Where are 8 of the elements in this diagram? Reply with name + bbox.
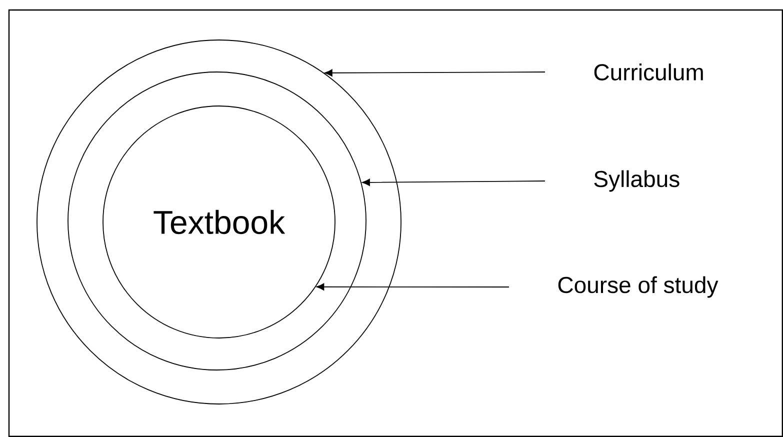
arrow [362, 178, 546, 186]
arrow [316, 283, 510, 290]
label-text: Course of study [558, 276, 718, 298]
circle [36, 40, 402, 404]
label-text: Curriculum [594, 64, 703, 80]
circle [68, 72, 366, 370]
label-text: Syllabus [594, 170, 680, 192]
arrow [324, 69, 546, 76]
